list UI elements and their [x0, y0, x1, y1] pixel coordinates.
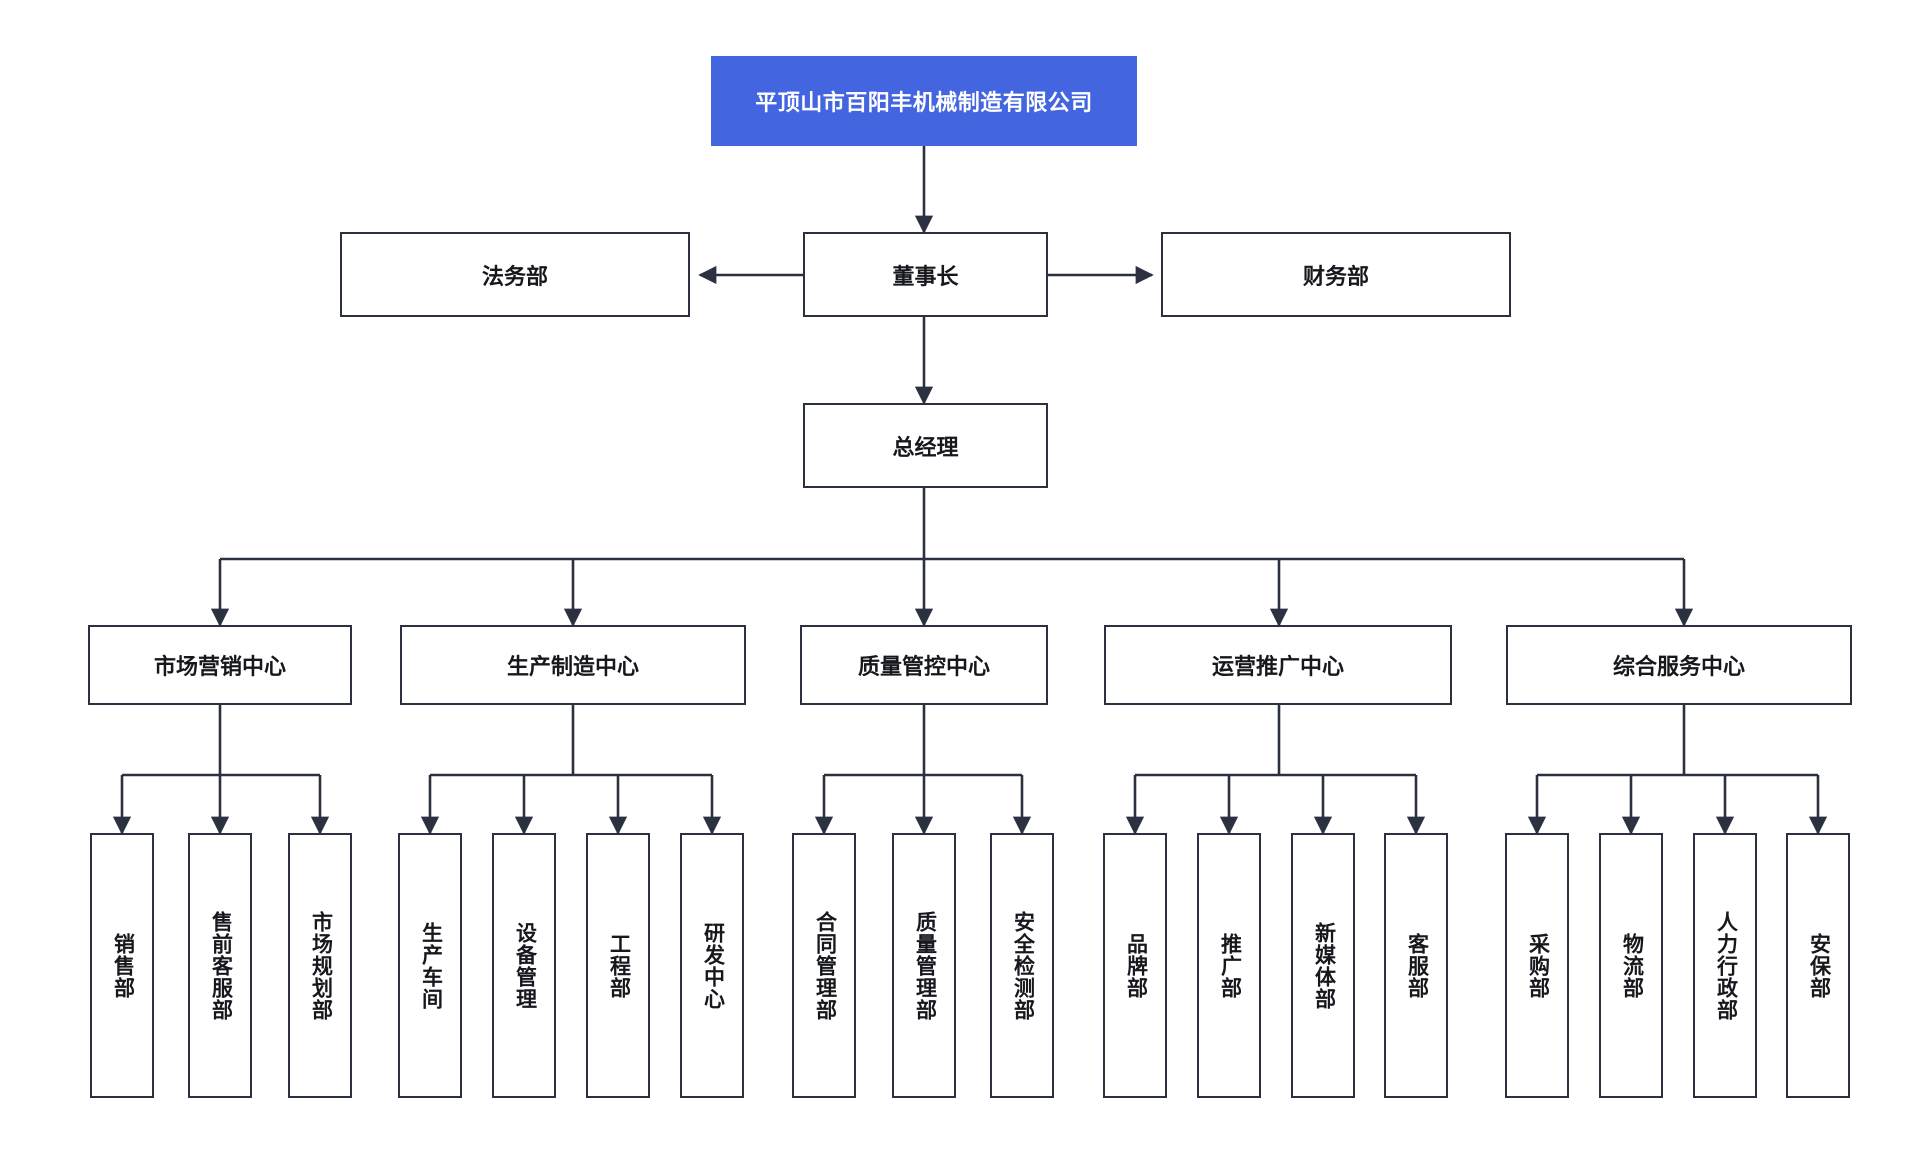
node-center-general-services[interactable]: 综合服务中心	[1506, 625, 1852, 705]
node-center-marketing[interactable]: 市场营销中心	[88, 625, 352, 705]
node-label: 推广部	[1218, 932, 1242, 999]
node-dept-procurement[interactable]: 采购部	[1505, 833, 1569, 1098]
node-label: 品牌部	[1124, 932, 1148, 999]
node-dept-safety-inspection[interactable]: 安全检测部	[990, 833, 1054, 1098]
node-label: 生产车间	[419, 921, 443, 1010]
node-label: 质量管理部	[913, 910, 937, 1021]
node-finance-department[interactable]: 财务部	[1161, 232, 1511, 317]
node-dept-contract-management[interactable]: 合同管理部	[792, 833, 856, 1098]
node-dept-engineering[interactable]: 工程部	[586, 833, 650, 1098]
node-label: 市场规划部	[309, 910, 333, 1021]
node-label: 售前客服部	[209, 910, 233, 1021]
node-dept-brand[interactable]: 品牌部	[1103, 833, 1167, 1098]
node-label: 安保部	[1807, 932, 1831, 999]
node-company-root[interactable]: 平顶山市百阳丰机械制造有限公司	[711, 56, 1137, 146]
node-label: 采购部	[1526, 932, 1550, 999]
node-label: 安全检测部	[1011, 910, 1035, 1021]
node-label: 工程部	[607, 932, 631, 999]
node-dept-presales-service[interactable]: 售前客服部	[188, 833, 252, 1098]
node-dept-promotion[interactable]: 推广部	[1197, 833, 1261, 1098]
node-label: 销售部	[111, 932, 135, 999]
node-label: 设备管理	[513, 921, 537, 1010]
node-dept-sales[interactable]: 销售部	[90, 833, 154, 1098]
node-label: 客服部	[1405, 932, 1429, 999]
node-dept-new-media[interactable]: 新媒体部	[1291, 833, 1355, 1098]
node-label: 物流部	[1620, 932, 1644, 999]
node-center-quality[interactable]: 质量管控中心	[800, 625, 1048, 705]
node-dept-customer-service[interactable]: 客服部	[1384, 833, 1448, 1098]
node-label: 人力行政部	[1714, 910, 1738, 1021]
node-dept-production-workshop[interactable]: 生产车间	[398, 833, 462, 1098]
node-general-manager[interactable]: 总经理	[803, 403, 1048, 488]
node-center-operations[interactable]: 运营推广中心	[1104, 625, 1452, 705]
node-dept-market-planning[interactable]: 市场规划部	[288, 833, 352, 1098]
node-dept-logistics[interactable]: 物流部	[1599, 833, 1663, 1098]
node-chairman[interactable]: 董事长	[803, 232, 1048, 317]
node-center-manufacturing[interactable]: 生产制造中心	[400, 625, 746, 705]
node-dept-hr-administration[interactable]: 人力行政部	[1693, 833, 1757, 1098]
node-label: 研发中心	[701, 921, 725, 1010]
node-dept-quality-management[interactable]: 质量管理部	[892, 833, 956, 1098]
node-legal-department[interactable]: 法务部	[340, 232, 690, 317]
node-dept-rnd-center[interactable]: 研发中心	[680, 833, 744, 1098]
node-label: 新媒体部	[1312, 921, 1336, 1010]
node-label: 合同管理部	[813, 910, 837, 1021]
node-dept-equipment-management[interactable]: 设备管理	[492, 833, 556, 1098]
node-dept-security[interactable]: 安保部	[1786, 833, 1850, 1098]
